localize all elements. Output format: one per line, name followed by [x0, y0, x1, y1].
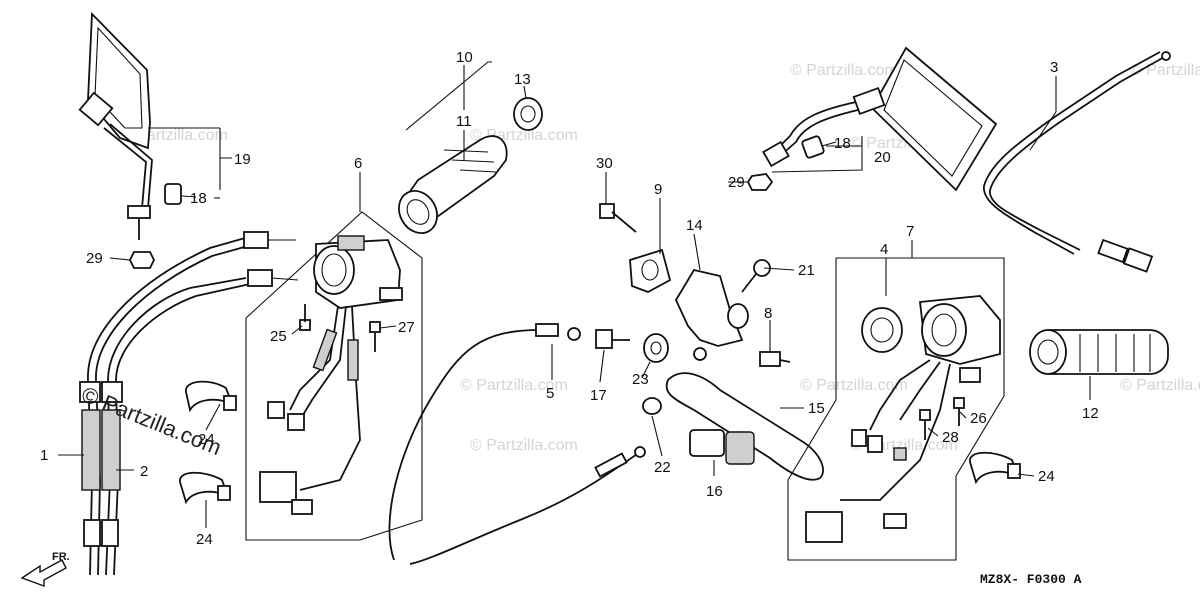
callout-18-left: 18	[190, 190, 207, 207]
callout-13: 13	[514, 71, 531, 88]
watermark: © Partzilla.com	[800, 377, 908, 394]
left-switch-assembly	[245, 211, 423, 541]
cable-3[interactable]	[983, 51, 1171, 273]
screw-26[interactable]	[953, 397, 965, 426]
clamp-24-right[interactable]	[969, 451, 1021, 485]
callout-29-right: 29	[728, 174, 745, 191]
clamp-24-lower[interactable]	[179, 471, 231, 505]
screw-28[interactable]	[919, 409, 931, 440]
switch-16[interactable]	[689, 429, 755, 465]
callout-23: 23	[632, 371, 649, 388]
callout-26: 26	[970, 410, 987, 427]
callout-4: 4	[880, 241, 888, 258]
watermark: © Partzilla.com	[460, 377, 568, 394]
callout-24-upper: 24	[198, 431, 215, 448]
callout-2: 2	[140, 463, 148, 480]
callout-17: 17	[590, 387, 607, 404]
nut-18-left[interactable]	[164, 183, 182, 205]
bolt-21[interactable]	[741, 259, 771, 293]
bolt-22[interactable]	[642, 397, 662, 415]
watermark: © Partzilla.com	[790, 62, 898, 79]
direction-label: FR.	[52, 551, 70, 563]
right-switch-assembly	[787, 257, 1005, 561]
bracket-10	[405, 61, 492, 131]
right-grip[interactable]	[1029, 329, 1169, 375]
callout-15: 15	[808, 400, 825, 417]
callout-29-left: 29	[86, 250, 103, 267]
watermark: © Partzilla.com	[1120, 377, 1200, 394]
callout-28: 28	[942, 429, 959, 446]
callout-19: 19	[234, 151, 251, 168]
clutch-bracket-14[interactable]	[674, 268, 749, 361]
callout-21: 21	[798, 262, 815, 279]
right-handlebar-switch[interactable]	[805, 295, 1001, 543]
callout-24-right: 24	[1038, 468, 1055, 485]
drawing-code: MZ8X- F0300 A	[980, 572, 1082, 587]
clutch-lever-15[interactable]	[665, 372, 824, 481]
callout-18-right: 18	[834, 135, 851, 152]
lever-holder-9[interactable]	[629, 248, 672, 293]
left-mirror[interactable]	[78, 11, 153, 240]
adjuster-17[interactable]	[595, 329, 630, 349]
leader-lines	[58, 65, 1091, 528]
nut-29-right[interactable]	[746, 173, 774, 191]
callout-14: 14	[686, 217, 703, 234]
callout-1: 1	[40, 447, 48, 464]
callout-labels: 1 2 3 4 5 6 7 8 9 10 11 12 13 14 15 16 1…	[40, 49, 1099, 548]
pivot-23[interactable]	[643, 333, 669, 363]
callout-8: 8	[764, 305, 772, 322]
collar-4[interactable]	[861, 307, 903, 353]
screw-25[interactable]	[299, 304, 311, 331]
callout-30: 30	[596, 155, 613, 172]
front-direction-arrow: FR.	[20, 551, 70, 587]
callout-3: 3	[1050, 59, 1058, 76]
callout-24-lower: 24	[196, 531, 213, 548]
callout-9: 9	[654, 181, 662, 198]
callout-5: 5	[546, 385, 554, 402]
callout-6: 6	[354, 155, 362, 172]
callout-10: 10	[456, 49, 473, 66]
throttle-grip[interactable]	[391, 135, 508, 240]
clamp-24-upper[interactable]	[185, 380, 237, 413]
callout-7: 7	[906, 223, 914, 240]
watermark: © Partzilla.com	[470, 437, 578, 454]
cables-1-2[interactable]	[79, 231, 299, 576]
nut-18-right[interactable]	[801, 135, 825, 159]
callout-25: 25	[270, 328, 287, 345]
left-handlebar-switch[interactable]	[259, 235, 403, 515]
cable-5[interactable]	[388, 323, 646, 565]
callout-11: 11	[456, 113, 472, 130]
callout-27: 27	[398, 319, 415, 336]
right-mirror[interactable]	[762, 46, 998, 192]
callout-20: 20	[874, 149, 891, 166]
nut-29-left[interactable]	[128, 251, 156, 269]
screw-30[interactable]	[599, 203, 637, 233]
collar-13[interactable]	[513, 97, 543, 131]
callout-22: 22	[654, 459, 671, 476]
screw-27[interactable]	[369, 321, 381, 352]
switch-8[interactable]	[759, 351, 791, 367]
callout-16: 16	[706, 483, 723, 500]
callout-12: 12	[1082, 405, 1099, 422]
